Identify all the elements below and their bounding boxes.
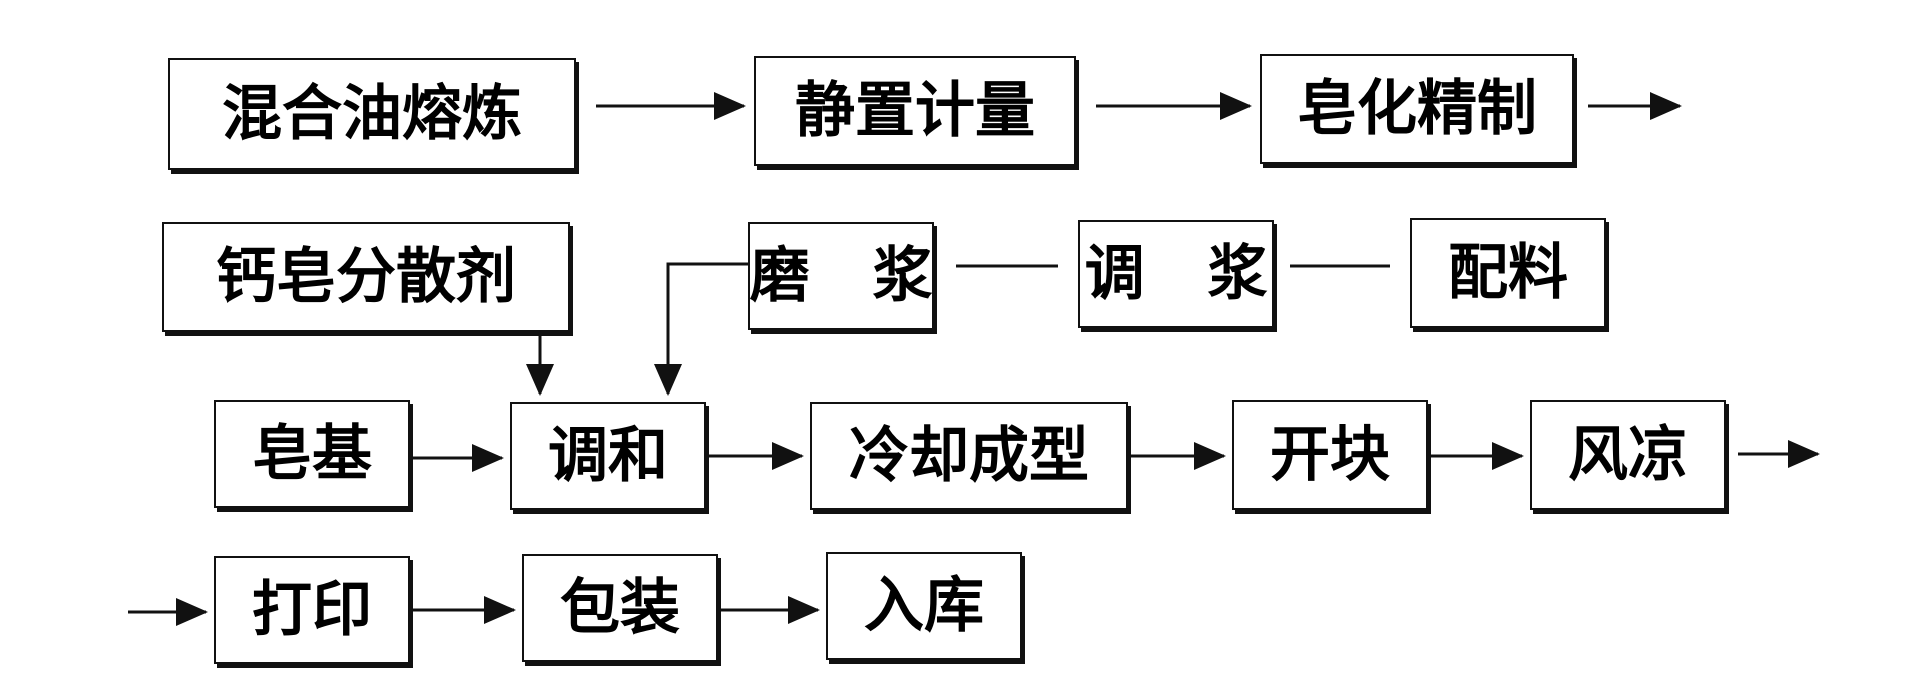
step-blending: 调和 <box>510 402 706 510</box>
step-cooling-molding: 冷却成型 <box>810 402 1128 510</box>
arrow-grinding-to-blending <box>654 262 748 396</box>
step-batching: 配料 <box>1410 218 1606 328</box>
step-air-drying: 风凉 <box>1530 400 1726 510</box>
step-packaging: 包装 <box>522 554 718 662</box>
step-mixing-slurry: 调 浆 <box>1078 220 1274 328</box>
step-grinding-slurry: 磨 浆 <box>748 222 934 330</box>
step-settling-metering: 静置计量 <box>754 56 1076 166</box>
step-mixed-oil-melting: 混合油熔炼 <box>168 58 576 170</box>
step-calcium-soap-dispersant: 钙皂分散剂 <box>162 222 570 332</box>
step-saponification-refining: 皂化精制 <box>1260 54 1574 164</box>
step-warehousing: 入库 <box>826 552 1022 660</box>
step-cutting: 开块 <box>1232 400 1428 510</box>
step-soap-base: 皂基 <box>214 400 410 508</box>
step-printing: 打印 <box>214 556 410 664</box>
